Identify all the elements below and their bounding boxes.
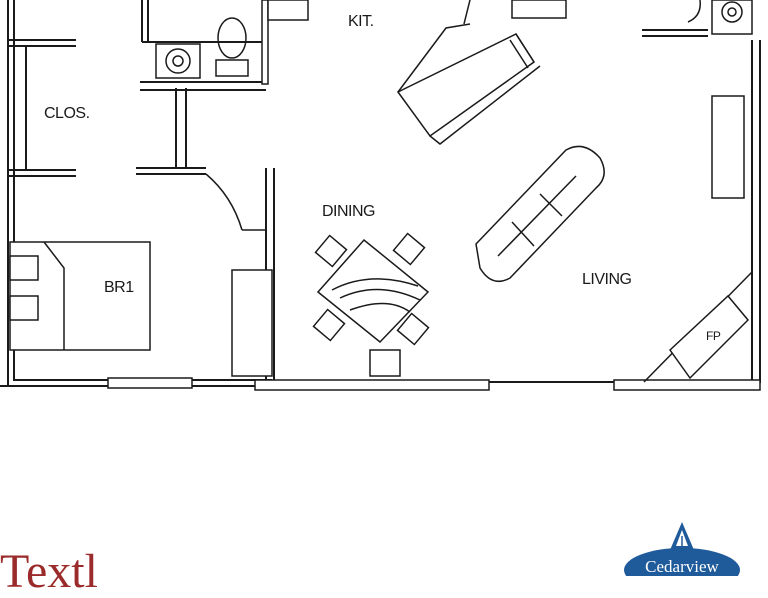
kitchen	[396, 0, 567, 145]
bathroom	[140, 0, 309, 91]
room-label-fireplace: FP	[706, 329, 721, 343]
cabinet-icon	[711, 95, 745, 199]
room-label-living: LIVING	[582, 271, 632, 288]
bedroom-bed	[9, 241, 273, 377]
closet-walls	[8, 39, 206, 177]
room-label-kitchen: KIT.	[348, 13, 374, 30]
fireplace-icon	[669, 294, 750, 380]
chair-icon	[392, 232, 426, 266]
exterior-walls	[0, 0, 761, 391]
sink-icon	[721, 1, 743, 23]
chair-icon	[314, 234, 348, 268]
floor-plan: KIT. CLOS. DINING BR1 LIVING FP	[0, 0, 761, 391]
room-label-dining: DINING	[322, 203, 375, 220]
chair-icon	[396, 312, 430, 346]
kitchen-counter-icon	[396, 33, 536, 138]
door-swing-icon	[205, 173, 243, 231]
room-label-bedroom: BR1	[104, 279, 134, 296]
brand-word: Textl	[0, 545, 98, 598]
room-label-closet: CLOS.	[44, 105, 90, 122]
dining-set	[312, 232, 430, 377]
chair-icon	[369, 349, 401, 377]
dresser-icon	[231, 269, 273, 377]
living-sofa	[475, 145, 605, 283]
toilet-icon	[217, 17, 247, 59]
kitchen-range-icon	[511, 0, 567, 19]
fireplace	[643, 271, 753, 383]
chair-icon	[312, 308, 346, 342]
cedarview-logo: Cedarview	[624, 522, 740, 576]
logo-text: Cedarview	[645, 557, 719, 576]
right-bath	[642, 0, 753, 37]
dining-table-icon	[316, 238, 430, 344]
